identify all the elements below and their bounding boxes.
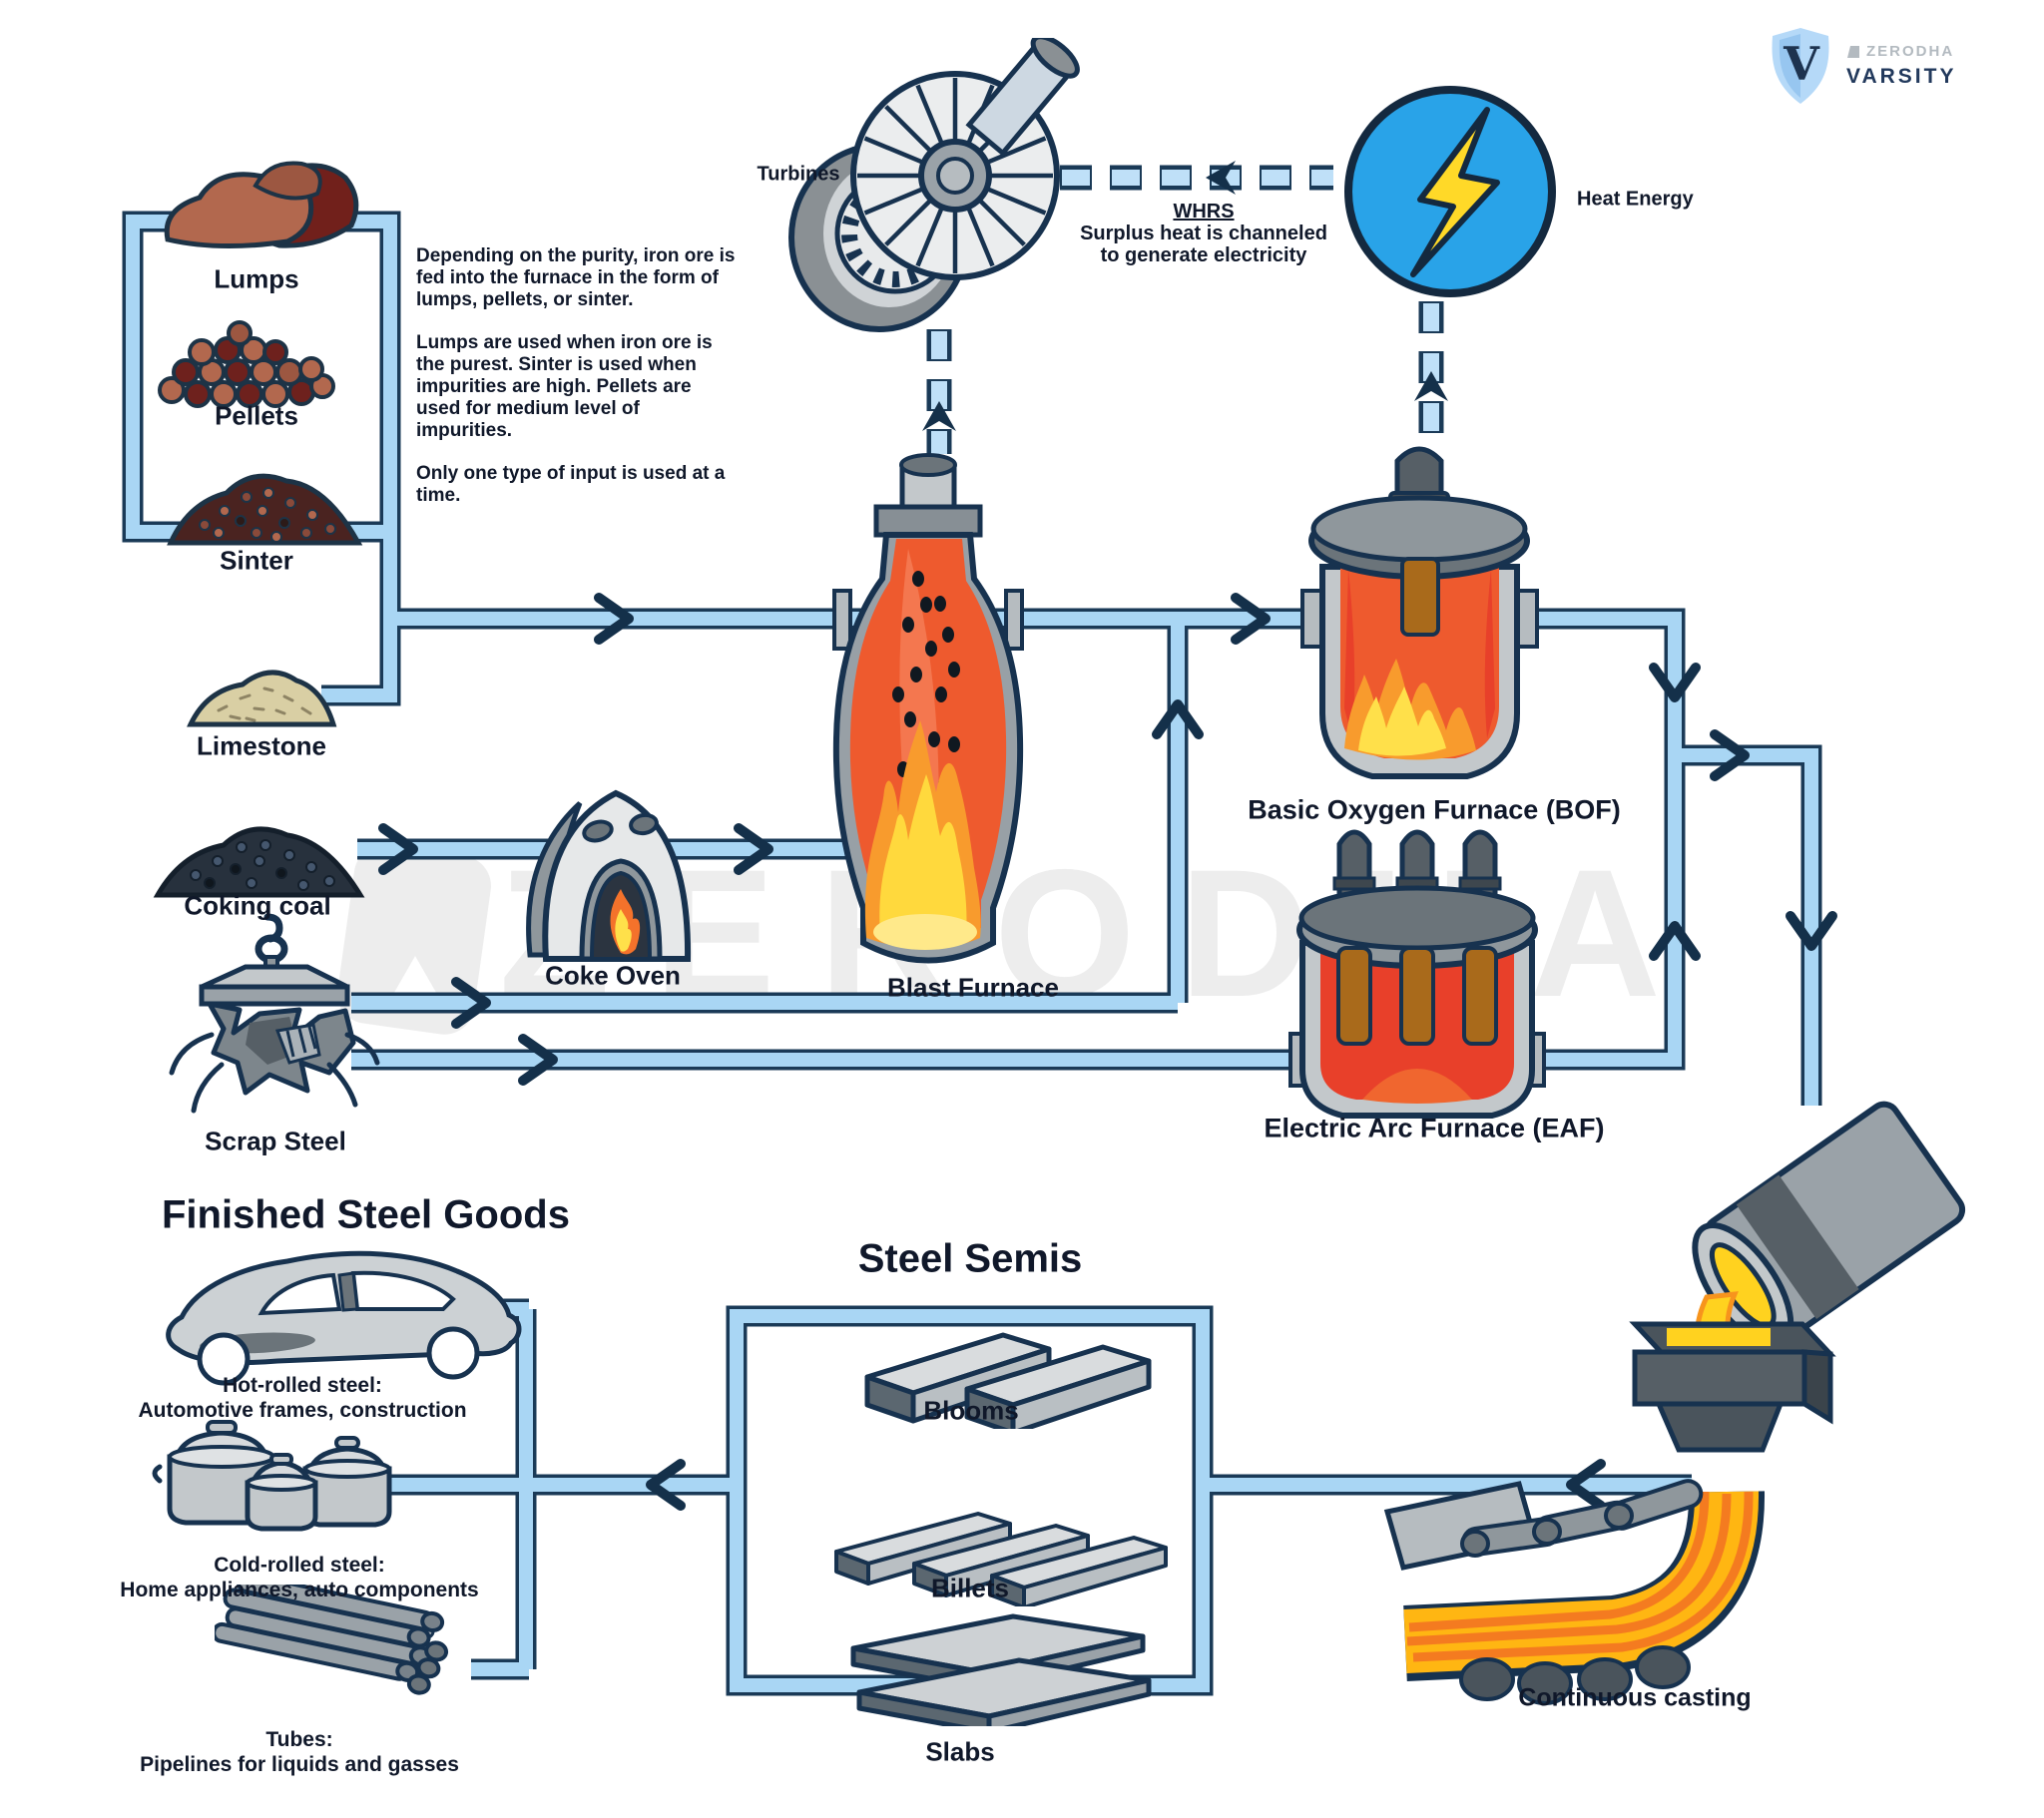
cold-rolled-caption: Cold-rolled steel: Home appliances, auto… [120,1554,478,1603]
arrow-coal-icon [378,823,418,875]
billets-icon [834,1512,1168,1606]
shield-letter: V [1783,37,1820,91]
turbines-label: Turbines [757,163,840,186]
blooms-label: Blooms [923,1395,1019,1426]
arrow-semis-to-goods-icon [646,1459,686,1511]
note-paragraph-1: Depending on the purity, iron ore is fed… [416,245,736,311]
hot-rolled-caption: Hot-rolled steel: Automotive frames, con… [138,1374,466,1424]
zerodha-varsity-logo: V ZERODHA VARSITY [1769,26,1956,106]
steel-tubes-icon [215,1585,449,1695]
cold-rolled-desc: Home appliances, auto components [120,1578,479,1601]
cold-rolled-name: Cold-rolled steel: [214,1554,385,1577]
coke-oven-icon [526,789,692,962]
note-paragraph-3: Only one type of input is used at a time… [416,463,726,507]
hot-rolled-name: Hot-rolled steel: [223,1374,382,1397]
varsity-name: VARSITY [1846,65,1957,88]
whrs-note: WHRS Surplus heat is channeled to genera… [1054,201,1353,266]
tubes-name: Tubes: [265,1728,333,1751]
note-paragraph-2: Lumps are used when iron ore is the pure… [416,332,713,442]
cooking-pots-icon [152,1420,392,1532]
arrow-ore-to-furnace-icon [594,593,634,645]
sinter-label: Sinter [220,545,293,576]
heat-energy-label: Heat Energy [1577,188,1694,211]
continuous-casting-label: Continuous casting [1518,1683,1752,1712]
whrs-line1: Surplus heat is channeled [1080,223,1327,244]
car-body-icon [166,1250,522,1386]
heat-energy-icon [1344,86,1556,297]
bof-label: Basic Oxygen Furnace (BOF) [1248,794,1621,825]
arrow-into-bof-icon [1231,593,1271,645]
eaf-icon [1288,829,1546,1119]
coking-coal-icon [153,826,365,898]
coking-coal-label: Coking coal [184,890,331,921]
lumps-label: Lumps [214,263,299,294]
slabs-icon [850,1613,1152,1726]
zerodha-brand: ZERODHA [1866,43,1955,60]
iron-ore-lumps-icon [164,161,359,249]
flow-arrows [378,593,1837,1511]
coke-oven-label: Coke Oven [545,960,681,991]
arrow-to-ladle-down-icon [1786,911,1837,951]
blooms-icon [864,1332,1152,1429]
turbine-arrow-up-icon [922,401,956,431]
limestone-label: Limestone [196,730,327,761]
tubes-desc: Pipelines for liquids and gasses [140,1752,459,1776]
whrs-line2: to generate electricity [1100,244,1307,266]
arrow-scrap-bottom-icon [518,1034,558,1086]
arrow-casting-to-semis-icon [1566,1459,1606,1511]
blast-furnace-label: Blast Furnace [887,972,1059,1003]
limestone-icon [187,670,337,727]
tubes-caption: Tubes: Pipelines for liquids and gasses [140,1728,459,1778]
steel-semis-title: Steel Semis [857,1236,1083,1281]
scrap-steel-label: Scrap Steel [205,1126,346,1156]
turbine-icon [788,38,1080,332]
bof-heat-arrow-up-icon [1414,371,1448,401]
arrow-bof-out-down-icon [1649,663,1701,702]
heat-arrow-left-icon [1206,161,1236,195]
arrow-coke-to-furnace-icon [734,823,773,875]
arrow-junction-right-icon [1710,729,1750,781]
iron-ore-note: Depending on the purity, iron ore is fed… [416,245,740,528]
slabs-label: Slabs [925,1736,995,1767]
continuous-casting-icon [1383,1101,1966,1705]
varsity-shield-icon: V [1772,28,1829,104]
iron-ore-pellets-icon [158,320,335,408]
blast-furnace-icon [832,453,1024,964]
billets-label: Billets [930,1573,1010,1603]
arrow-eaf-out-up-icon [1649,921,1701,961]
hot-rolled-desc: Automotive frames, construction [138,1398,467,1422]
arrow-riser-up-icon [1152,699,1204,739]
arrow-scrap-top-icon [451,977,491,1029]
heat-dashed-lines [922,161,1448,454]
sinter-icon [167,473,363,546]
scrap-steel-icon [169,913,380,1114]
pellets-label: Pellets [215,400,298,431]
bof-icon [1300,446,1539,779]
finished-goods-title: Finished Steel Goods [162,1192,570,1237]
zerodha-mark-icon [1847,45,1859,58]
whrs-title: WHRS [1173,201,1235,223]
eaf-label: Electric Arc Furnace (EAF) [1264,1113,1605,1143]
